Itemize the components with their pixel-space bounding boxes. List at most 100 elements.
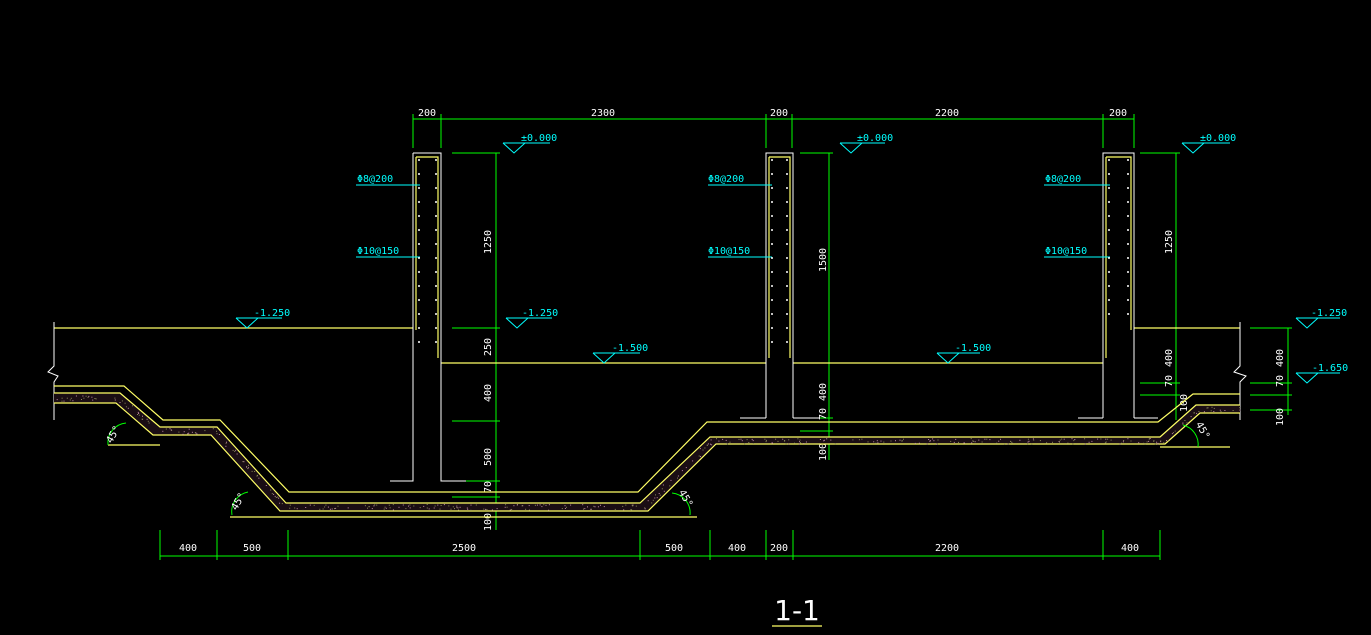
- break-lines: [47, 322, 1247, 420]
- aggregate-speck: [1190, 416, 1192, 418]
- aggregate-speck: [644, 507, 646, 509]
- aggregate-speck: [1084, 443, 1086, 445]
- aggregate-speck: [729, 441, 731, 443]
- aggregate-speck: [798, 443, 800, 445]
- aggregate-speck: [873, 441, 875, 443]
- aggregate-speck: [61, 397, 63, 399]
- aggregate-speck: [594, 506, 596, 508]
- aggregate-speck: [148, 422, 150, 424]
- aggregate-speck: [899, 439, 901, 441]
- aggregate-speck: [63, 400, 65, 402]
- aggregate-speck: [94, 398, 96, 399]
- aggregate-speck: [265, 485, 267, 486]
- aggregate-speck: [458, 509, 459, 511]
- vdim-left-500: 500: [483, 448, 494, 466]
- aggregate-speck: [918, 442, 920, 444]
- aggregate-speck: [1154, 443, 1156, 445]
- aggregate-speck: [654, 497, 656, 499]
- rebar-dot: [435, 271, 437, 273]
- bottom-dim-6: 200: [770, 543, 788, 554]
- aggregate-speck: [257, 474, 258, 476]
- aggregate-speck: [741, 440, 743, 442]
- aggregate-speck: [707, 443, 709, 445]
- aggregate-speck: [368, 506, 370, 508]
- aggregate-speck: [903, 438, 904, 440]
- wall-left: [390, 152, 466, 482]
- aggregate-speck: [191, 431, 193, 433]
- aggregate-speck: [204, 430, 206, 432]
- elev-water-right: -1.500: [955, 343, 991, 354]
- aggregate-speck: [1172, 432, 1174, 434]
- aggregate-speck: [861, 438, 863, 440]
- rebar-dot: [1108, 243, 1110, 245]
- aggregate-speck: [867, 441, 869, 443]
- aggregate-speck: [1160, 440, 1162, 442]
- aggregate-speck: [883, 441, 885, 443]
- aggregate-speck: [373, 505, 375, 507]
- aggregate-speck: [1067, 442, 1069, 444]
- aggregate-speck: [764, 438, 766, 440]
- rebar-dot: [1108, 215, 1110, 217]
- vertical-dimension-lines: [452, 152, 1292, 530]
- aggregate-speck: [1232, 410, 1234, 411]
- aggregate-speck: [652, 499, 654, 501]
- aggregate-speck: [1027, 441, 1029, 443]
- aggregate-speck: [279, 502, 281, 504]
- rebar-dot: [418, 187, 420, 189]
- rebar-dot: [771, 201, 773, 203]
- aggregate-speck: [1138, 442, 1140, 444]
- aggregate-speck: [270, 489, 272, 491]
- aggregate-speck: [88, 395, 90, 397]
- aggregate-speck: [1153, 440, 1155, 442]
- aggregate-speck: [1071, 438, 1073, 440]
- aggregate-speck: [1027, 443, 1029, 445]
- rebar-dot: [771, 257, 773, 259]
- aggregate-speck: [972, 441, 974, 442]
- aggregate-speck: [826, 438, 828, 440]
- rebar-dot: [786, 159, 788, 161]
- aggregate-speck: [998, 440, 1000, 442]
- aggregate-speck: [986, 438, 988, 440]
- vdim-mid-1500: 1500: [818, 248, 829, 272]
- aggregate-speck: [170, 429, 172, 431]
- aggregate-speck: [256, 475, 258, 477]
- aggregate-speck: [541, 506, 543, 508]
- rebar-dot: [1108, 229, 1110, 231]
- rebar-leaders: [356, 184, 1110, 258]
- aggregate-speck: [1027, 438, 1029, 440]
- aggregate-speck: [528, 509, 530, 511]
- aggregate-speck: [83, 397, 85, 399]
- aggregate-speck: [1174, 430, 1176, 432]
- rebar-dot: [771, 187, 773, 189]
- aggregate-speck: [570, 504, 572, 506]
- aggregate-speck: [1146, 441, 1148, 443]
- aggregate-speck: [218, 434, 220, 435]
- rebar-dot: [418, 215, 420, 217]
- aggregate-speck: [242, 461, 244, 463]
- aggregate-speck: [521, 505, 523, 507]
- aggregate-speck: [162, 430, 164, 432]
- aggregate-speck: [516, 504, 518, 506]
- aggregate-speck: [509, 509, 511, 511]
- rebar-dot: [786, 187, 788, 189]
- aggregate-speck: [937, 439, 939, 441]
- vdim-left-1250: 1250: [483, 230, 494, 254]
- rebar-dot: [786, 285, 788, 287]
- vdim-right-70: 70: [1164, 375, 1175, 387]
- rebar-dot: [1127, 257, 1129, 259]
- bottom-dim-1: 400: [179, 543, 197, 554]
- aggregate-speck: [788, 443, 790, 445]
- aggregate-speck: [81, 399, 82, 400]
- rebar-dot: [1127, 243, 1129, 245]
- aggregate-speck: [600, 504, 601, 506]
- aggregate-speck: [711, 444, 713, 446]
- aggregate-speck: [305, 507, 307, 508]
- aggregate-speck: [972, 440, 974, 442]
- aggregate-speck: [1028, 440, 1030, 442]
- aggregate-speck: [188, 428, 190, 430]
- aggregate-speck: [950, 440, 952, 442]
- rebar-dot: [1108, 173, 1110, 175]
- aggregate-speck: [132, 405, 133, 407]
- aggregate-speck: [182, 433, 184, 435]
- excavation-profile: [54, 385, 1240, 518]
